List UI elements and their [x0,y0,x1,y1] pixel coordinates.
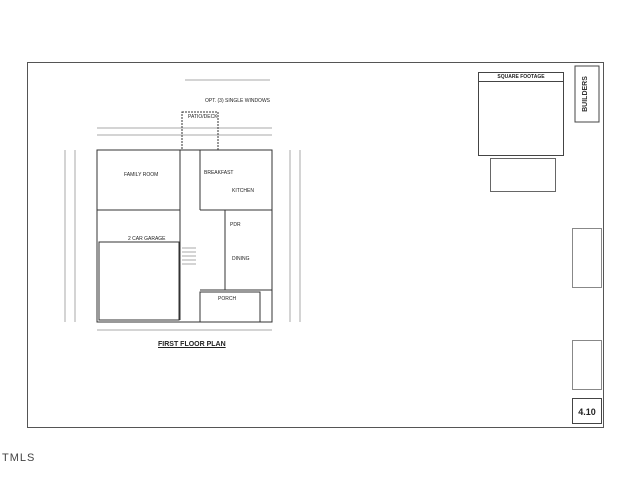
sheet-number: 4.10 [572,398,602,424]
room-kitchen: KITCHEN [232,188,254,194]
plan-title: FIRST FLOOR PLAN [158,341,226,348]
room-patio: PATIO/DECK [188,114,218,120]
room-pdr: PDR [230,222,241,228]
windows-note: OPT. (3) SINGLE WINDOWS [205,98,271,104]
builder-logo: BUILDERS [572,64,602,124]
room-dining: DINING [232,256,250,262]
legend-box [490,158,556,192]
room-family: FAMILY ROOM [124,172,159,178]
project-info-block [572,228,602,288]
drawing-sheet [27,62,604,428]
svg-text:BUILDERS: BUILDERS [582,76,589,112]
general-notes [430,308,558,388]
square-footage-table: SQUARE FOOTAGE [478,72,564,156]
watermark: TMLS [2,452,36,464]
sheet-name-block [572,340,602,390]
room-breakfast: BREAKFAST [204,170,234,176]
room-porch: PORCH [218,296,237,302]
room-garage: 2 CAR GARAGE [128,236,166,242]
square-footage-header: SQUARE FOOTAGE [479,73,563,82]
